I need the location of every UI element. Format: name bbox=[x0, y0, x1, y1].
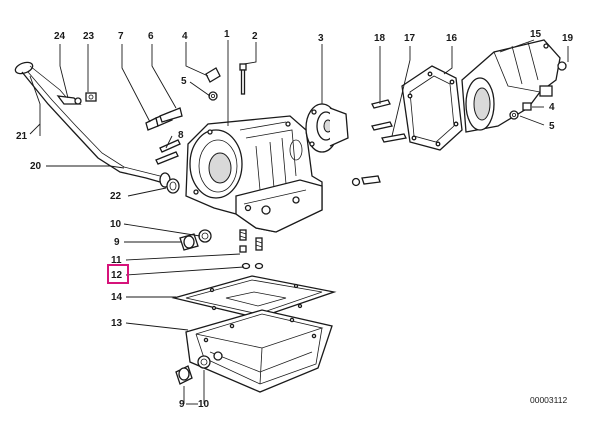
drain-plug-lower-drawing bbox=[175, 351, 223, 385]
callout-18[interactable]: 18 bbox=[374, 33, 386, 44]
callout-4-right[interactable]: 4 bbox=[549, 102, 555, 113]
callout-6[interactable]: 6 bbox=[148, 31, 154, 42]
callout-9-lower[interactable]: 9 bbox=[179, 399, 185, 410]
callout-2[interactable]: 2 bbox=[252, 31, 258, 42]
extension-housing-drawing bbox=[461, 39, 567, 133]
callout-10-lower[interactable]: 10 bbox=[198, 399, 210, 410]
screw-4-right-drawing bbox=[509, 102, 532, 120]
filter-screws-drawing bbox=[239, 229, 264, 270]
callout-19[interactable]: 19 bbox=[562, 33, 574, 44]
callout-21[interactable]: 21 bbox=[16, 131, 28, 142]
leader-lines bbox=[29, 39, 569, 404]
callout-15[interactable]: 15 bbox=[530, 29, 542, 40]
callout-11[interactable]: 11 bbox=[111, 255, 122, 266]
callout-5-top[interactable]: 5 bbox=[181, 76, 187, 87]
callout-24[interactable]: 24 bbox=[54, 31, 66, 42]
flange-bolt-drawing bbox=[351, 175, 381, 187]
callout-16[interactable]: 16 bbox=[446, 33, 458, 44]
callout-17[interactable]: 17 bbox=[404, 33, 416, 44]
callout-7[interactable]: 7 bbox=[118, 31, 124, 42]
callout-8[interactable]: 8 bbox=[178, 130, 184, 141]
callout-3[interactable]: 3 bbox=[318, 33, 324, 44]
shim-7-drawing bbox=[145, 107, 183, 131]
drawing-number: 00003112 bbox=[530, 395, 567, 405]
bracket-drawing bbox=[56, 92, 97, 105]
callout-13[interactable]: 13 bbox=[111, 318, 123, 329]
callout-labels: 1 2 3 4 5 6 7 8 10 9 11 12 13 14 15 16 1… bbox=[16, 29, 574, 410]
callout-22[interactable]: 22 bbox=[110, 191, 122, 202]
callout-14[interactable]: 14 bbox=[111, 292, 123, 303]
gasket-16-drawing bbox=[401, 65, 463, 151]
oring-22-drawing bbox=[166, 178, 180, 194]
oil-pan-drawing bbox=[185, 309, 333, 393]
stud-18-drawing bbox=[371, 99, 393, 131]
transmission-housing-drawing bbox=[185, 115, 323, 233]
stud-8-drawing bbox=[155, 139, 181, 165]
callout-20[interactable]: 20 bbox=[30, 161, 42, 172]
bolt-17-drawing bbox=[381, 133, 407, 143]
callout-12[interactable]: 12 bbox=[111, 270, 123, 281]
oil-pan-gasket-drawing bbox=[171, 275, 337, 319]
callout-5-right[interactable]: 5 bbox=[549, 121, 555, 132]
callout-23[interactable]: 23 bbox=[83, 31, 95, 42]
highlight-box-part-12 bbox=[107, 264, 129, 284]
drain-plug-upper-drawing bbox=[179, 229, 212, 251]
screw-4-top-drawing bbox=[205, 67, 221, 101]
bolt-2-drawing bbox=[239, 63, 247, 95]
callout-4-top[interactable]: 4 bbox=[182, 31, 188, 42]
callout-10-upper[interactable]: 10 bbox=[110, 219, 122, 230]
callout-9-upper[interactable]: 9 bbox=[114, 237, 120, 248]
flange-3-drawing bbox=[305, 103, 349, 153]
callout-1[interactable]: 1 bbox=[224, 29, 230, 40]
